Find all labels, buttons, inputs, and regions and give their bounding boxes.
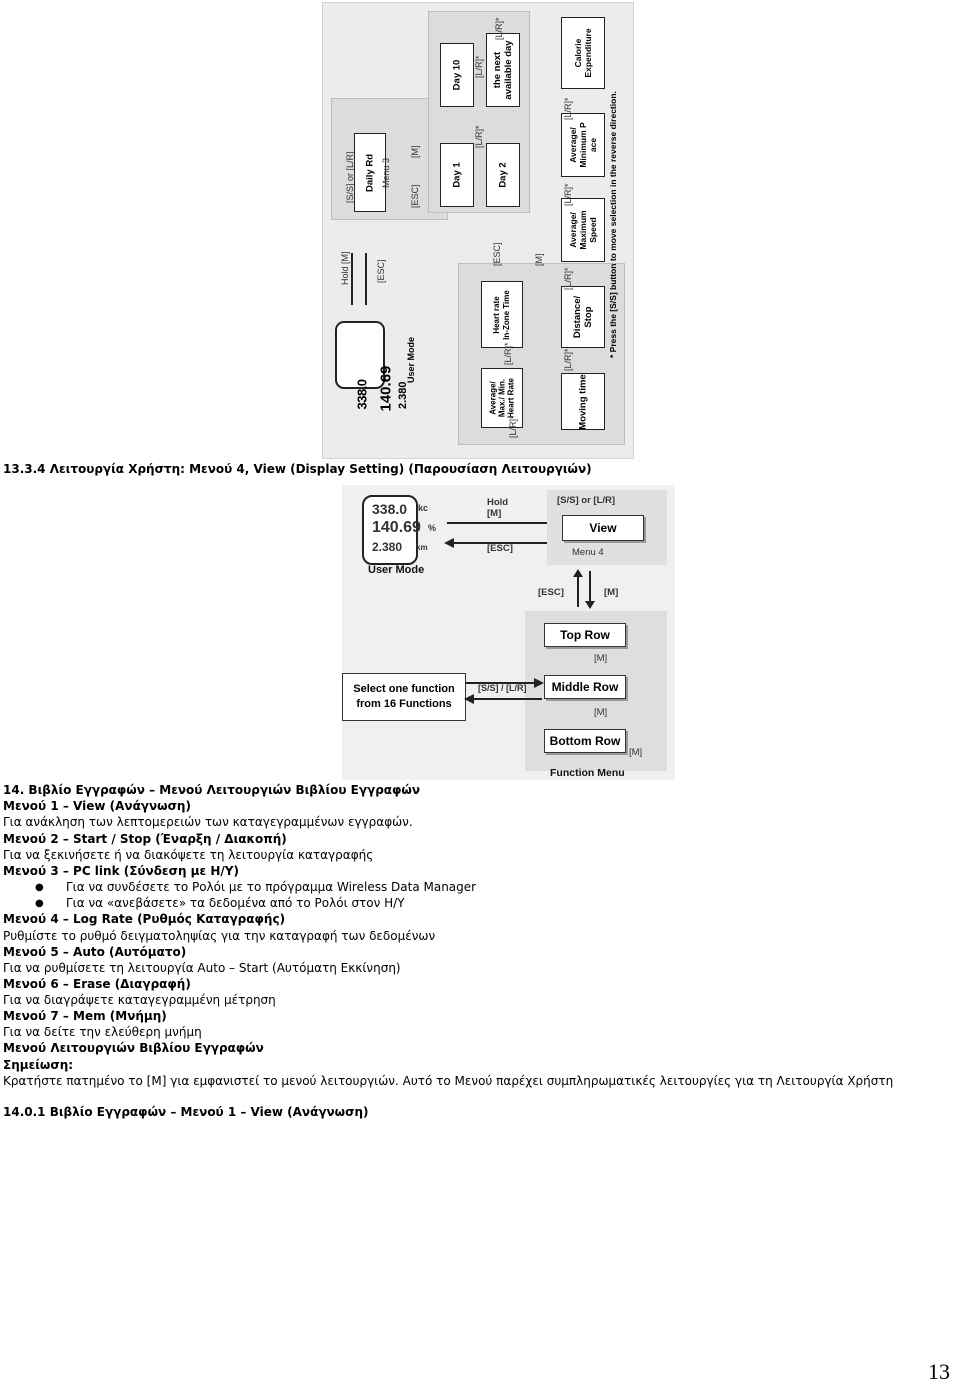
lr-label-1: [L/R]* (474, 108, 484, 148)
lr-label-2: [L/R]* (474, 38, 484, 78)
bullet-icon: ● (35, 898, 44, 909)
lr-label-5: [L/R]* (503, 325, 513, 365)
next-day-box: the next available day (486, 33, 520, 107)
menu6-title: Μενού 6 – Erase (Διαγραφή) (3, 977, 191, 991)
arrow-up-icon (351, 253, 353, 305)
lr-label-8: [L/R]* (563, 166, 573, 206)
menu1-desc: Για ανάκληση των λεπτομερειών των καταγε… (3, 815, 413, 829)
esc-label-left: [ESC] (376, 243, 386, 283)
menu4-key-label: [S/S] or [L/R] (557, 495, 615, 506)
lcd2-line-3: 2.380 (372, 540, 402, 554)
page-number: 13 (928, 1359, 950, 1385)
day-1-box: Day 1 (440, 143, 474, 207)
lr-label-3: [L/R]* (494, 0, 504, 40)
esc-label-right: [ESC] (492, 226, 502, 266)
lcd2-unit-3: km (416, 543, 428, 552)
menu7-desc: Για να δείτε την ελεύθερη μνήμη (3, 1025, 202, 1039)
menu2-title: Μενού 2 – Start / Stop (Έναρξη / Διακοπή… (3, 832, 287, 846)
menu6-desc: Για να διαγράψετε καταγεγραμμένη μέτρηση (3, 993, 276, 1007)
m-label: [M] (487, 508, 501, 519)
menu4-desc: Ρυθμίστε το ρυθμό δειγματοληψίας για την… (3, 929, 435, 943)
function-menu-title: Μενού Λειτουργιών Βιβλίου Εγγραφών (3, 1041, 264, 1055)
menu5-desc: Για να ρυθμίσετε τη λειτουργία Auto – St… (3, 961, 401, 975)
lcd2-unit-2: % (428, 523, 436, 533)
reverse-direction-note: * Press the [S/S] button to move selecti… (608, 98, 618, 358)
day-10-box: Day 10 (440, 43, 474, 107)
m-label-2: [M] (604, 587, 618, 598)
menu1-title: Μενού 1 – View (Ανάγνωση) (3, 799, 191, 813)
hold-label: Hold (487, 497, 508, 508)
menu3-sub-label: Menu 3 (381, 138, 391, 188)
m-label-5: [M] (629, 747, 642, 758)
esc-label-2: [ESC] (538, 587, 564, 598)
top-row-box: Top Row (544, 623, 626, 647)
lcd-line-2: 140.69 (378, 302, 395, 412)
esc-label-mid: [ESC] (410, 168, 420, 208)
user-mode-label: User Mode (406, 323, 416, 383)
menu4-title: Μενού 4 – Log Rate (Ρυθμός Καταγραφής) (3, 912, 285, 926)
function-menu-label: Function Menu (550, 767, 625, 779)
func-hr-zone-box: Heart rate In-Zone Time (481, 281, 523, 348)
note-title: Σημείωση: (3, 1058, 73, 1072)
lcd2-line-2: 140.69 (372, 519, 421, 537)
lr-label-7: [L/R]* (563, 250, 573, 290)
ss-lr-label: [S/S] / [L/R] (478, 683, 527, 693)
func-calorie-box: Calorie Expenditure (561, 17, 605, 89)
menu7-title: Μενού 7 – Mem (Μνήμη) (3, 1009, 167, 1023)
user-menu3-diagram: 338.0 140.69 2.380 User Mode Hold [M] [E… (322, 2, 634, 459)
lr-label-4: [L/R]* (508, 398, 518, 438)
esc-label: [ESC] (487, 543, 513, 554)
lcd2-line-1: 338.0 (372, 501, 407, 517)
section-14-heading: 14. Βιβλίο Εγγραφών – Μενού Λειτουργιών … (3, 783, 420, 797)
middle-row-box: Middle Row (544, 675, 626, 699)
lr-label-9: [L/R]* (563, 80, 573, 120)
day-2-box: Day 2 (486, 143, 520, 207)
func-moving-time-box: Moving time (561, 373, 605, 430)
lcd-line-1: 338.0 (355, 379, 370, 409)
bullet-icon: ● (35, 882, 44, 893)
menu5-title: Μενού 5 – Auto (Αυτόματο) (3, 945, 186, 959)
hold-m-label: Hold [M] (340, 241, 350, 285)
user-menu4-diagram: 338.0 kc 140.69 % 2.380 km User Mode Hol… (342, 485, 675, 780)
arrow-down-icon (365, 253, 367, 305)
m-label-right: [M] (534, 226, 544, 266)
heading-13-3-4: 13.3.4 Λειτουργία Χρήστη: Μενού 4, View … (3, 462, 592, 476)
menu3-title: Μενού 3 – PC link (Σύνδεση με Η/Υ) (3, 864, 239, 878)
m-label-mid: [M] (410, 118, 420, 158)
lr-label-6: [L/R]* (563, 331, 573, 371)
vertical-arrows-icon (570, 569, 600, 609)
view-box: View (562, 515, 644, 541)
menu3-bullet-2: Για να «ανεβάσετε» τα δεδομένα από το Ρο… (66, 896, 405, 910)
m-label-4: [M] (594, 707, 607, 718)
menu2-desc: Για να ξεκινήσετε ή να διακόψετε τη λειτ… (3, 848, 373, 862)
select-function-box: Select one function from 16 Functions (342, 673, 466, 721)
menu4-label: Menu 4 (572, 547, 604, 558)
lcd2-unit-1: kc (418, 503, 428, 513)
menu3-bullet-1: Για να συνδέσετε το Ρολόι με το πρόγραμμ… (66, 880, 476, 894)
m-label-3: [M] (594, 653, 607, 664)
note-desc: Κρατήστε πατημένο το [Μ] για εμφανιστεί … (3, 1074, 893, 1088)
user-mode-label-2: User Mode (368, 564, 424, 576)
bottom-row-box: Bottom Row (544, 729, 626, 753)
section-14-0-1-heading: 14.0.1 Βιβλίο Εγγραφών – Μενού 1 – View … (3, 1105, 368, 1119)
